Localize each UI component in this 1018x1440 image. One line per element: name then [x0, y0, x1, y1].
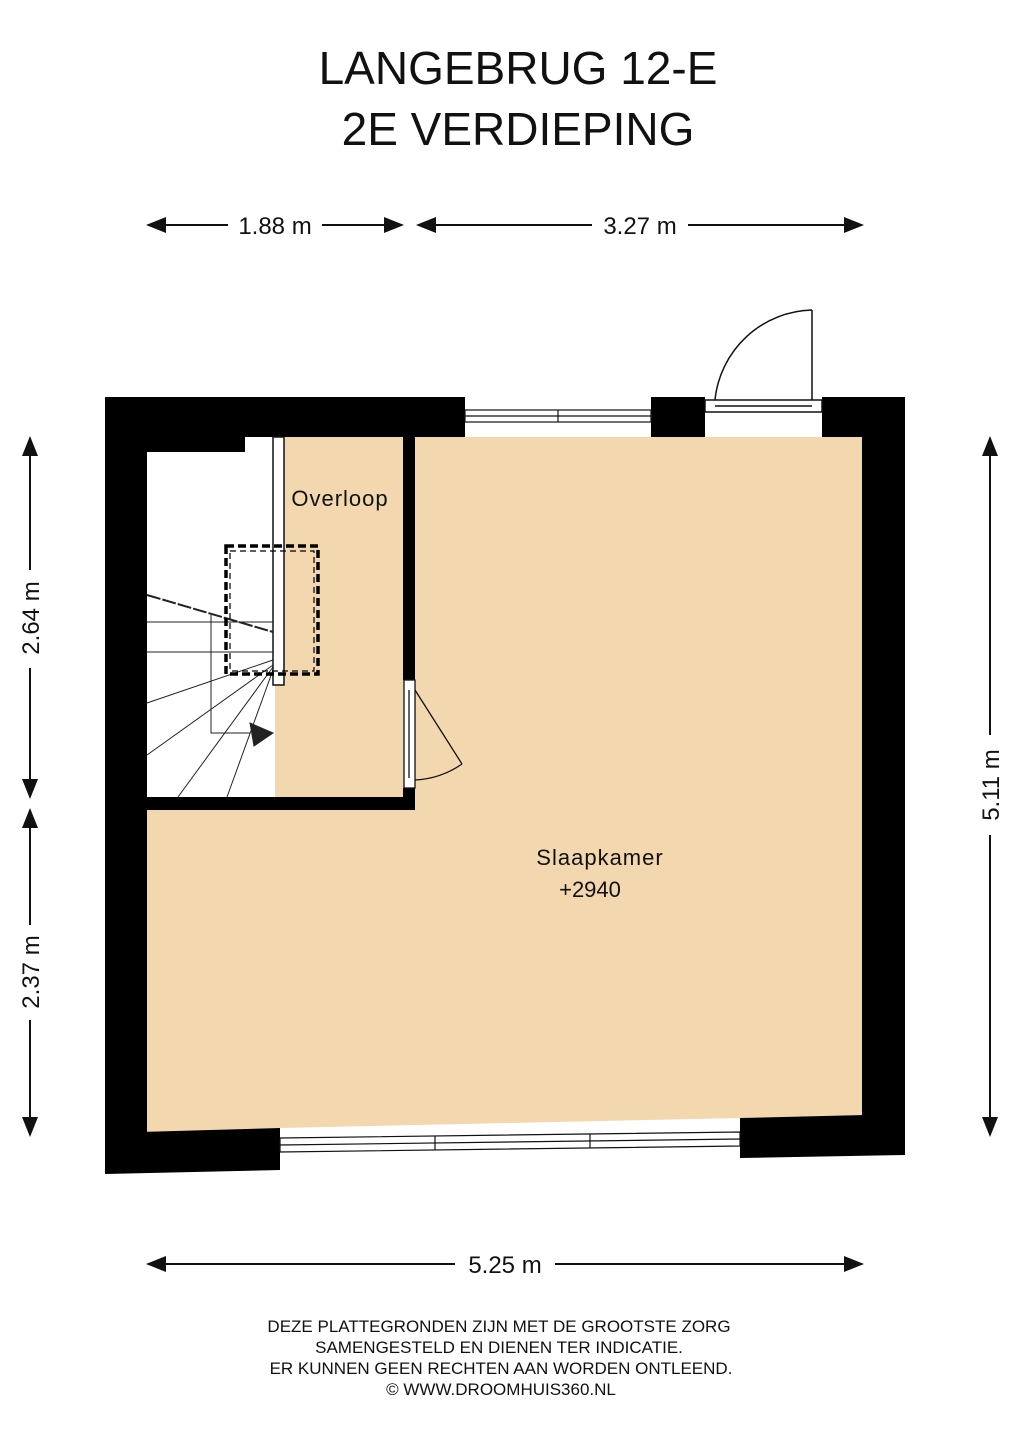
room-level-slaapkamer: +2940: [559, 877, 621, 902]
dimension-bottom: 5.25 m: [146, 1252, 864, 1279]
dimension-label: 3.27 m: [603, 213, 676, 240]
staircase: [146, 436, 320, 798]
interior-door[interactable]: [403, 679, 463, 789]
window-top: [464, 409, 652, 423]
room-label-overloop: Overloop: [291, 486, 388, 511]
dimension-label: 1.88 m: [238, 213, 311, 240]
dimension-label: 5.11 m: [978, 749, 1005, 821]
copyright: © WWW.DROOMHUIS360.NL: [386, 1380, 616, 1399]
disclaimer-line: SAMENGESTELD EN DIENEN TER INDICATIE.: [315, 1338, 683, 1357]
disclaimer-line: ER KUNNEN GEEN RECHTEN AAN WORDEN ONTLEE…: [270, 1359, 733, 1378]
balcony-door[interactable]: [704, 309, 823, 413]
floor-name: 2E VERDIEPING: [342, 103, 695, 155]
plan-title: LANGEBRUG 12-E: [319, 42, 718, 94]
room-label-slaapkamer: Slaapkamer: [536, 845, 663, 870]
dimension-label: 5.25 m: [468, 1252, 541, 1279]
dimension-label: 2.37 m: [18, 935, 45, 1008]
window-bottom: [279, 1131, 741, 1153]
dimension-top-left: 1.88 m: [146, 213, 404, 240]
disclaimer-line: DEZE PLATTEGRONDEN ZIJN MET DE GROOTSTE …: [267, 1317, 730, 1336]
dimension-left-upper: 2.64 m: [18, 436, 45, 799]
dimension-label: 2.64 m: [18, 581, 45, 654]
floor-slaapkamer: [147, 437, 862, 1133]
dimension-right: 5.11 m: [978, 436, 1005, 1137]
walls: [105, 397, 905, 1174]
dimension-top-right: 3.27 m: [416, 213, 864, 240]
dimension-left-lower: 2.37 m: [18, 808, 45, 1137]
